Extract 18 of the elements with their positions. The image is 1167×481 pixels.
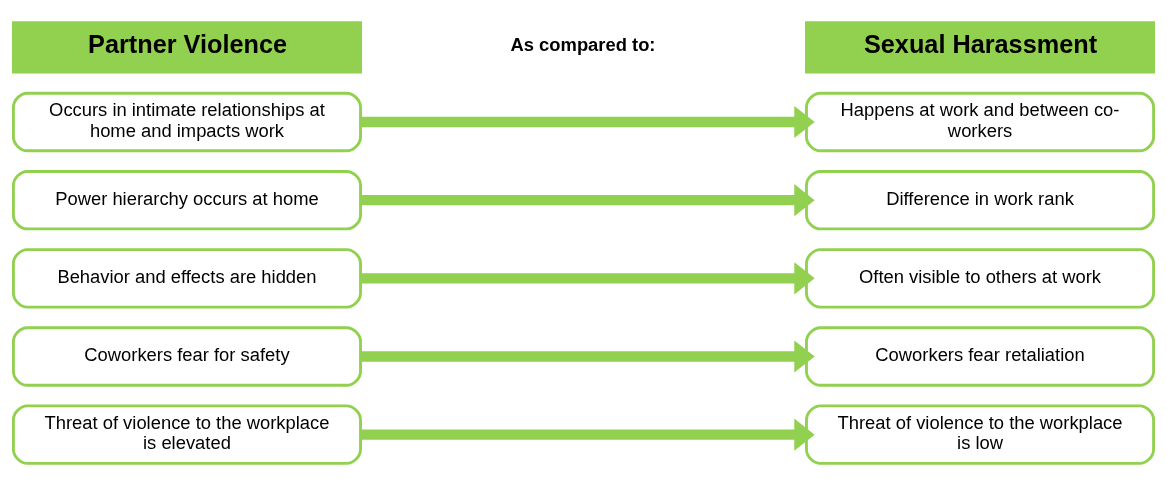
arrow (360, 261, 815, 294)
node-box: Sexual Harassment (805, 20, 1156, 73)
node-box: Happens at work and between co-workers (805, 91, 1156, 152)
node-box: Often visible to others at work (805, 247, 1156, 309)
node-box: Occurs in intimate relationships at home and impacts work (11, 91, 362, 152)
arrow (360, 418, 815, 451)
arrow (360, 105, 815, 138)
node-box: Threat of violence to the workplace is low (805, 404, 1156, 465)
arrow (360, 339, 815, 373)
node-box: Power hierarchy occurs at home (11, 169, 362, 230)
label: As compared to: (510, 33, 656, 55)
node-box: Coworkers fear retaliation (805, 325, 1156, 387)
node-box: Coworkers fear for safety (11, 325, 362, 387)
node-box: Partner Violence (11, 20, 362, 73)
node-box: Difference in work rank (805, 169, 1156, 230)
node-box: Behavior and effects are hidden (11, 247, 362, 309)
arrow (360, 183, 815, 216)
node-box: Threat of violence to the workplace is elevated (11, 404, 362, 465)
